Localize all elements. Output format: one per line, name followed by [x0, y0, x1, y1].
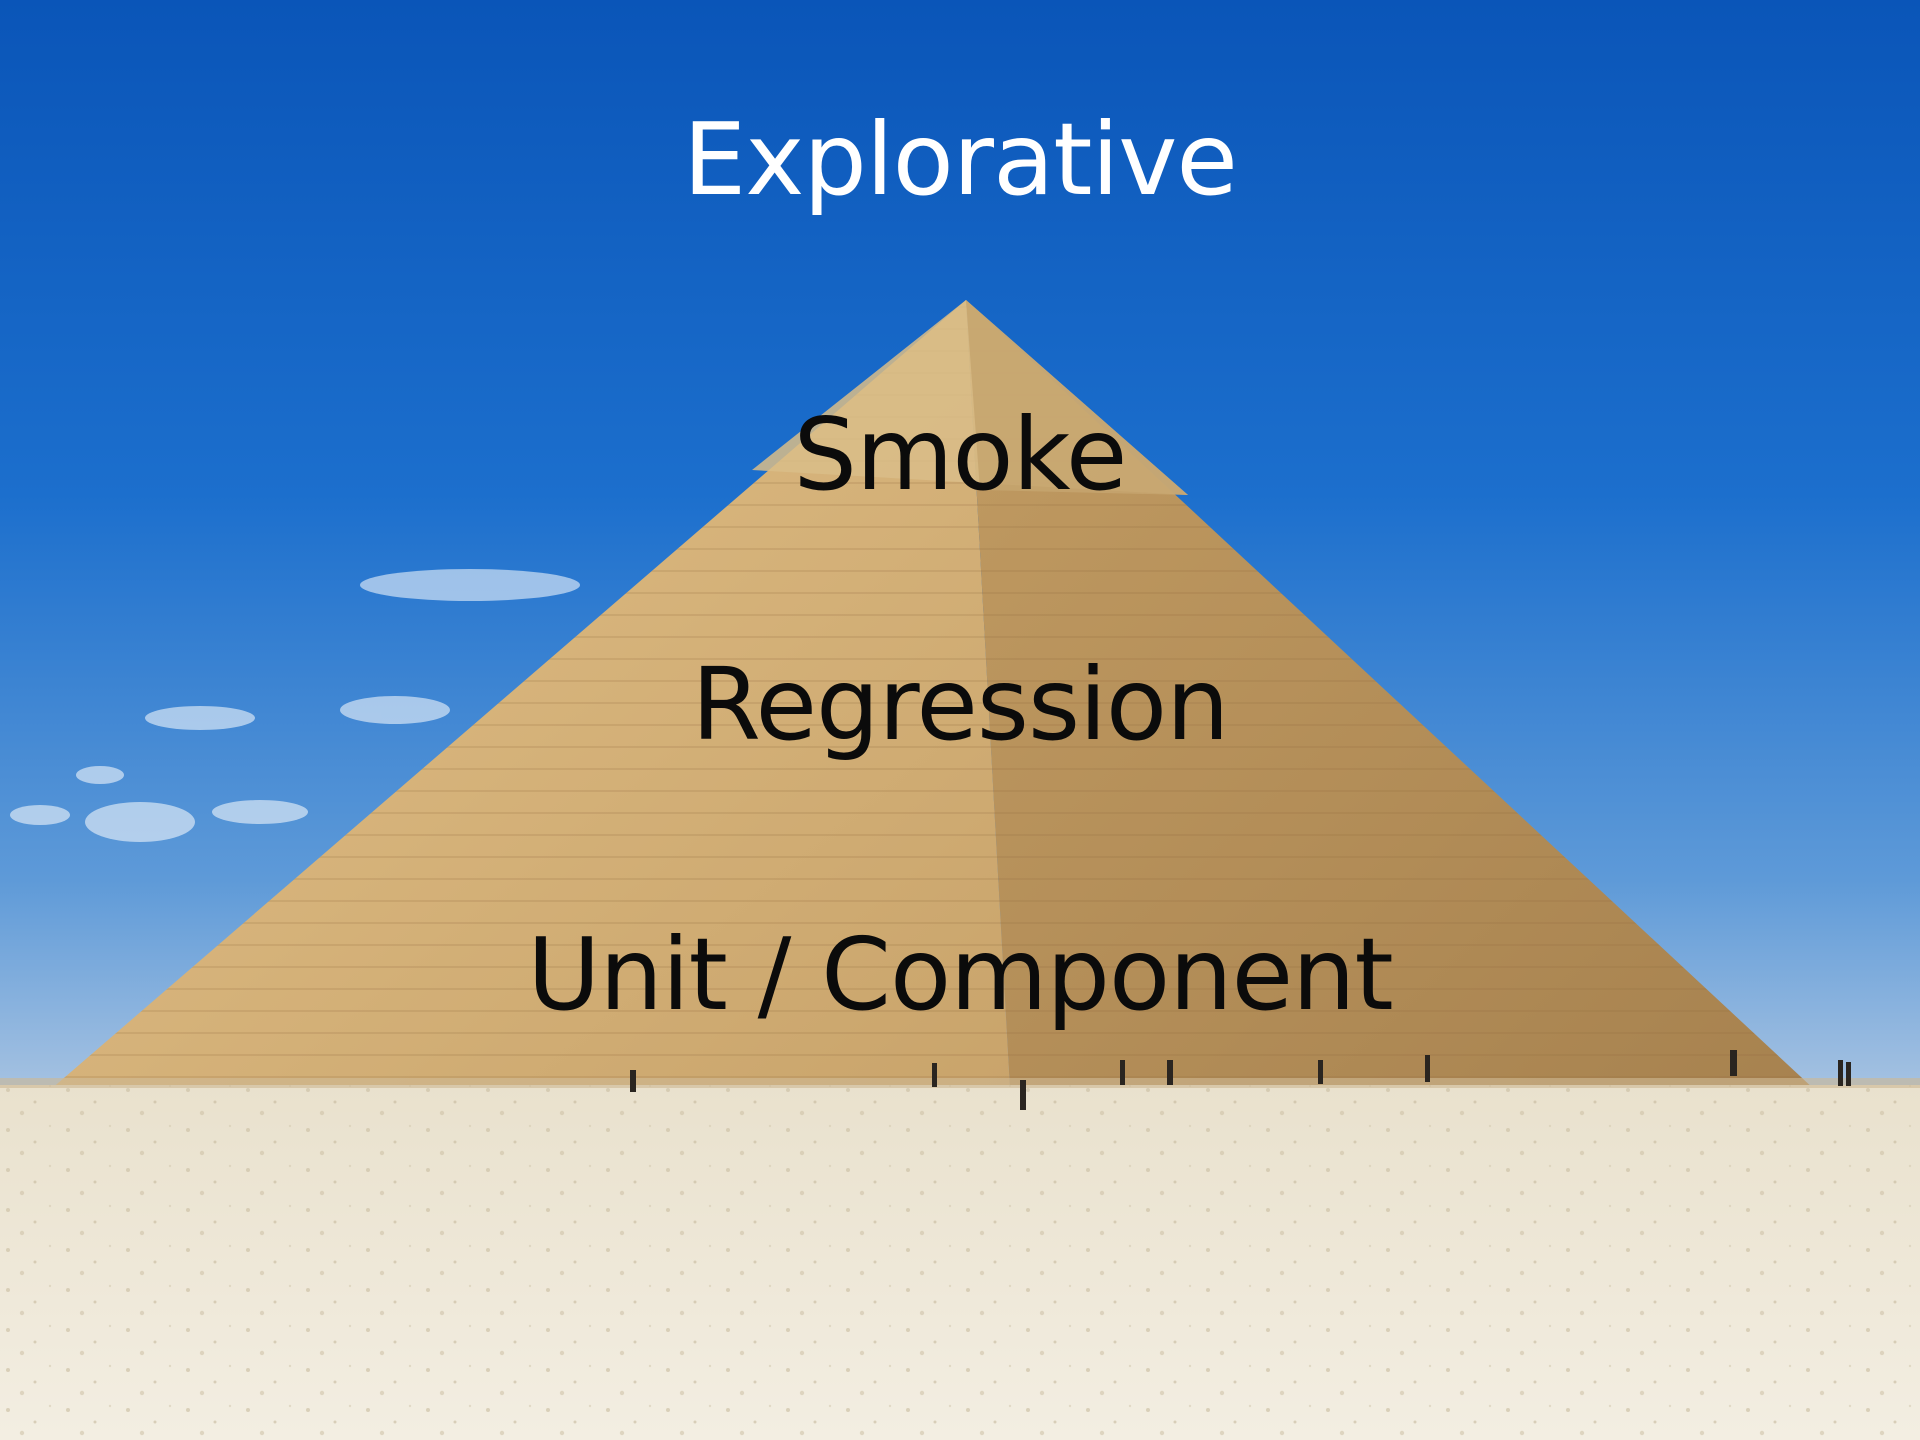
- tourists: [630, 1050, 1851, 1110]
- pyramid-label-explorative: Explorative: [683, 101, 1238, 218]
- pyramid-label-regression: Regression: [691, 646, 1230, 763]
- pyramid: [50, 300, 1815, 1090]
- pyramid-label-smoke: Smoke: [793, 396, 1128, 513]
- clouds: [10, 569, 580, 842]
- pyramid-label-unit-component: Unit / Component: [527, 916, 1393, 1033]
